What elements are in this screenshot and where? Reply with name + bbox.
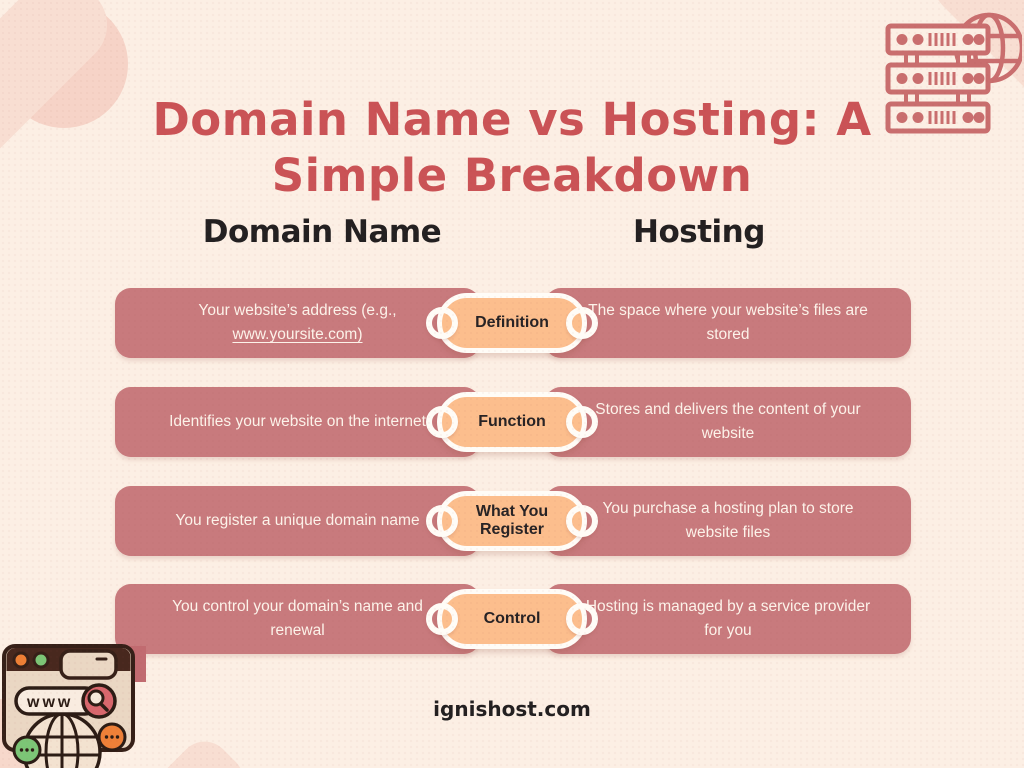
hosting-cell-function: Stores and delivers the content of your …: [545, 387, 911, 457]
footer-website: ignishost.com: [433, 697, 591, 721]
address-bar: www: [14, 686, 100, 716]
domain-cell-definition: Your website’s address (e.g., www.yoursi…: [115, 288, 480, 358]
chat-dots-orange-icon: [97, 722, 127, 752]
column-header-hosting: Hosting: [633, 214, 765, 250]
connector-ring-right: [566, 603, 598, 635]
page-title: Domain Name vs Hosting: A Simple Breakdo…: [152, 93, 872, 202]
connector-ring-right: [566, 406, 598, 438]
comparison-row-what-you-register: You register a unique domain name You pu…: [115, 486, 911, 556]
connector-ring-left: [426, 505, 458, 537]
window-button-green: [32, 651, 50, 669]
hosting-cell-definition: The space where your website’s files are…: [545, 288, 911, 358]
example-url: www.yoursite.com): [232, 326, 363, 343]
row-label-badge-function: Function: [426, 392, 598, 452]
connector-ring-left: [426, 406, 458, 438]
globe-icon: [22, 712, 102, 768]
browser-tab: [59, 649, 118, 680]
row-label-badge-what-you-register: What You Register: [426, 491, 598, 551]
domain-cell-text: Your website’s address (e.g., www.yoursi…: [198, 301, 397, 343]
connector-ring-right: [566, 307, 598, 339]
domain-cell-register: You register a unique domain name: [115, 486, 480, 556]
search-icon: [81, 683, 117, 719]
connector-ring-left: [426, 603, 458, 635]
url-text: www: [26, 694, 73, 711]
server-rack-icon: [885, 23, 991, 134]
column-header-domain-name: Domain Name: [202, 214, 442, 250]
comparison-row-control: You control your domain’s name and renew…: [115, 584, 911, 654]
domain-cell-function: Identifies your website on the internet: [115, 387, 480, 457]
server-rack-globe-icon: [885, 12, 1022, 134]
row-label-badge-control: Control: [426, 589, 598, 649]
browser-search-globe-illustration: www: [0, 644, 146, 768]
connector-ring-left: [426, 307, 458, 339]
row-label-badge-definition: Definition: [426, 293, 598, 353]
hosting-cell-control: Hosting is managed by a service provider…: [545, 584, 911, 654]
hosting-cell-register: You purchase a hosting plan to store web…: [545, 486, 911, 556]
window-button-orange: [12, 651, 30, 669]
domain-cell-control: You control your domain’s name and renew…: [115, 584, 480, 654]
chat-dots-green-icon: [12, 735, 42, 765]
connector-ring-right: [566, 505, 598, 537]
comparison-row-definition: Your website’s address (e.g., www.yoursi…: [115, 288, 911, 358]
comparison-row-function: Identifies your website on the internet …: [115, 387, 911, 457]
